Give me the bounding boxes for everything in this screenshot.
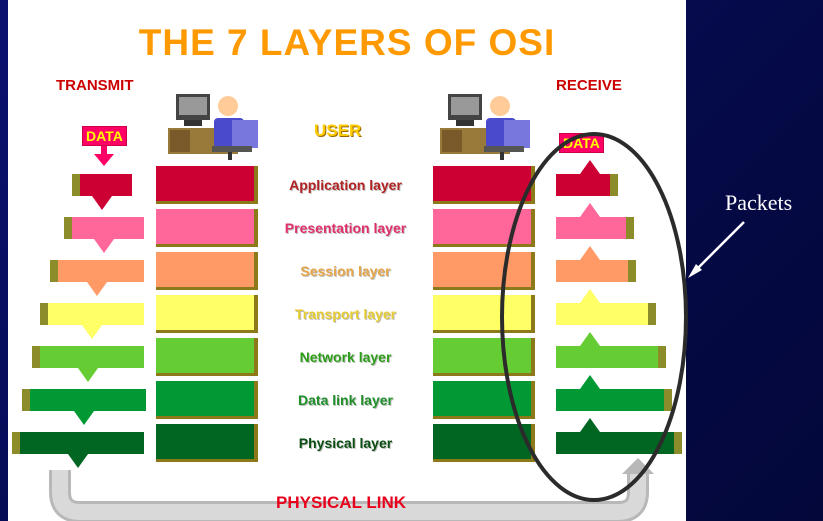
layer-label: Physical layer [298,435,393,451]
down-arrow-icon [87,282,107,296]
transmit-label: TRANSMIT [56,77,134,94]
layer-label: Presentation layer [284,220,407,236]
receive-packet-bar [556,217,634,239]
receive-layer-block [433,381,535,419]
up-arrow-icon [580,332,600,346]
transmit-packet-bar [50,260,144,282]
receive-layer-block [433,295,535,333]
slide-title: THE 7 LAYERS OF OSI [138,22,556,63]
receive-layer-block [433,166,535,204]
receive-packet-bar [556,389,672,411]
down-arrow-icon [82,325,102,339]
transmit-packet-bar [22,389,146,411]
receive-packet-bar [556,303,656,325]
up-arrow-icon [580,375,600,389]
transmit-packet-bar [40,303,144,325]
computer-user-icon [438,90,538,162]
up-arrow-icon [580,203,600,217]
receive-layer-block [433,424,535,462]
up-arrow-icon [580,246,600,260]
layer-label: Application layer [289,177,402,193]
down-arrow-icon [92,196,112,210]
down-arrow-icon [74,411,94,425]
up-arrow-icon [580,289,600,303]
transmit-packet-bar [12,432,144,454]
packets-label: Packets [725,190,793,215]
transmit-layer-block [156,166,258,204]
slide-panel: THE 7 LAYERS OF OSI TRANSMIT RECEIVE DAT… [8,0,686,521]
receive-layer-block [433,338,535,376]
transmit-data-badge: DATA [82,126,127,146]
down-arrow-icon [68,454,88,468]
down-arrow-icon [78,368,98,382]
receive-packet-bar [556,432,682,454]
layer-label: Network layer [299,349,392,365]
receive-layer-block [433,252,535,290]
transmit-packet-bar [64,217,144,239]
transmit-layer-block [156,295,258,333]
layer-label: Session layer [300,263,391,279]
layer-label: Transport layer [294,306,397,322]
computer-user-icon [166,90,266,162]
transmit-packet-bar [72,174,132,196]
transmit-layer-block [156,381,258,419]
transmit-layer-block [156,252,258,290]
up-arrow-icon [580,160,600,174]
receive-label: RECEIVE [556,77,622,94]
physical-link-label: PHYSICAL LINK [276,493,407,512]
up-arrow-icon [580,418,600,432]
transmit-layer-block [156,209,258,247]
transmit-layer-block [156,424,258,462]
down-arrow-icon [94,239,114,253]
layer-label: Data link layer [298,392,393,408]
down-arrow-icon [94,146,114,166]
transmit-packet-bar [32,346,144,368]
user-label: USER [314,121,362,140]
receive-packet-bar [556,260,636,282]
receive-packet-bar [556,346,666,368]
receive-packet-bar [556,174,618,196]
transmit-layer-block [156,338,258,376]
